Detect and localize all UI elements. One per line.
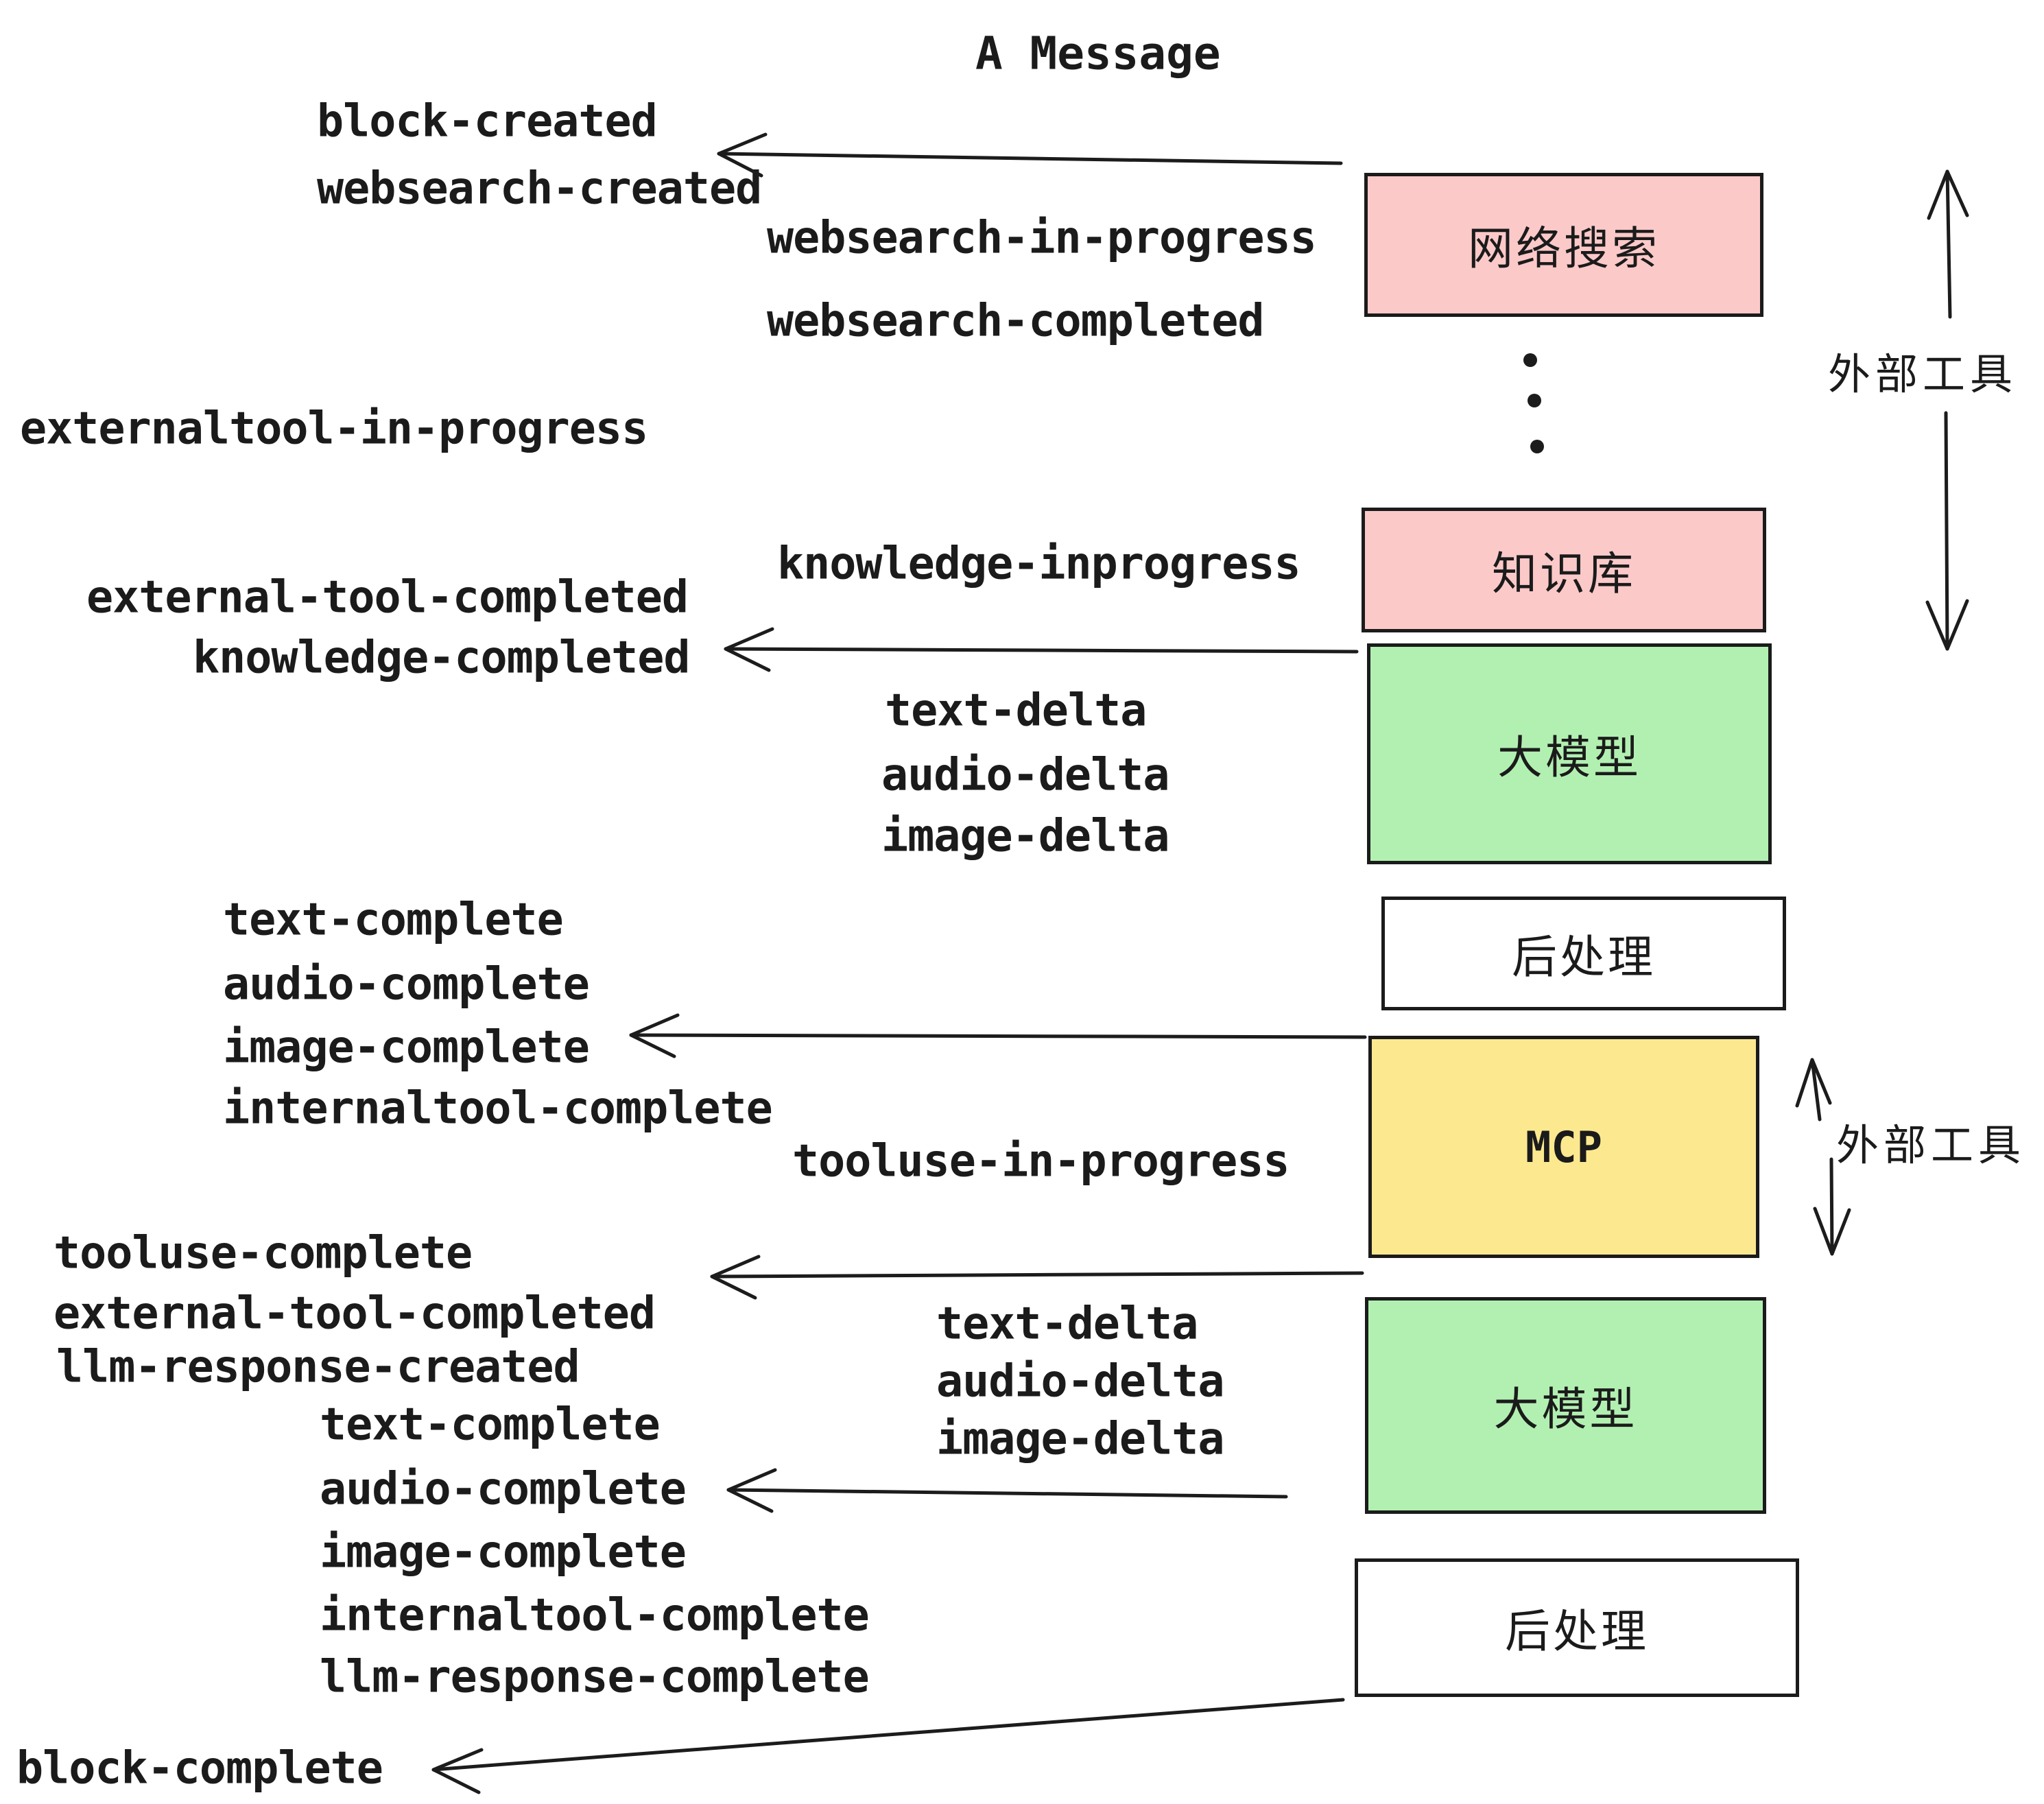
arrow-websearch-created-icon: [717, 132, 1343, 178]
llm-box-2: 大模型: [1365, 1297, 1766, 1514]
event-knowledge-completed: knowledge-completed: [193, 632, 691, 684]
event-tooluse-in-progress: tooluse-in-progress: [792, 1135, 1290, 1187]
event-text-delta-2: text-delta: [936, 1298, 1198, 1350]
event-text-complete-2: text-complete: [320, 1399, 661, 1451]
event-audio-delta: audio-delta: [881, 749, 1169, 801]
arrow-audio-complete-icon: [726, 1468, 1288, 1513]
event-tooluse-complete: tooluse-complete: [54, 1227, 473, 1279]
event-block-complete: block-complete: [16, 1742, 383, 1794]
event-llm-response-complete: llm-response-complete: [320, 1651, 870, 1703]
event-external-tool-completed: external-tool-completed: [86, 571, 689, 624]
event-knowledge-inprogress: knowledge-inprogress: [777, 538, 1301, 590]
event-image-complete: image-complete: [223, 1021, 590, 1073]
event-text-complete: text-complete: [223, 894, 564, 946]
websearch-box: 网络搜索: [1364, 173, 1763, 317]
llm-box-1-label: 大模型: [1497, 732, 1641, 783]
arrow-up-external-tools-mcp-icon: [1795, 1058, 1832, 1121]
llm-box-1: 大模型: [1367, 643, 1772, 864]
postprocess-box-1-label: 后处理: [1512, 931, 1656, 982]
event-block-created: block-created: [317, 95, 658, 147]
event-audio-delta-2: audio-delta: [936, 1355, 1224, 1408]
mcp-box-label: MCP: [1525, 1121, 1602, 1172]
knowledge-box-label: 知识库: [1492, 548, 1636, 599]
arrow-block-complete-icon: [431, 1698, 1345, 1794]
arrow-tooluse-complete-icon: [710, 1255, 1364, 1300]
arrow-image-complete-icon: [629, 1013, 1367, 1058]
event-websearch-in-progress: websearch-in-progress: [767, 212, 1317, 264]
diagram-title: A Message: [975, 27, 1221, 80]
knowledge-box: 知识库: [1362, 508, 1766, 632]
event-internaltool-complete: internaltool-complete: [223, 1082, 773, 1135]
event-text-delta: text-delta: [885, 685, 1147, 737]
event-externaltool-in-progress: externaltool-in-progress: [20, 403, 648, 455]
llm-box-2-label: 大模型: [1493, 1384, 1638, 1434]
event-audio-complete: audio-complete: [223, 958, 590, 1010]
event-image-complete-2: image-complete: [320, 1526, 687, 1578]
event-websearch-completed: websearch-completed: [767, 295, 1265, 347]
postprocess-box-1: 后处理: [1381, 897, 1786, 1010]
event-audio-complete-2: audio-complete: [320, 1463, 687, 1515]
external-tools-label-mcp: 外部工具: [1836, 1122, 2026, 1170]
event-internaltool-complete-2: internaltool-complete: [320, 1589, 870, 1641]
websearch-box-label: 网络搜索: [1468, 223, 1660, 274]
arrow-knowledge-completed-icon: [724, 627, 1359, 672]
postprocess-box-2-label: 后处理: [1505, 1606, 1649, 1657]
event-llm-response-created: llm-response-created: [56, 1341, 580, 1393]
arrow-down-external-tools-icon: [1925, 411, 1969, 651]
arrow-down-external-tools-mcp-icon: [1813, 1157, 1851, 1256]
event-image-delta: image-delta: [881, 810, 1169, 862]
event-image-delta-2: image-delta: [936, 1413, 1224, 1465]
postprocess-box-2: 后处理: [1355, 1558, 1799, 1697]
event-websearch-created: websearch-created: [317, 163, 762, 215]
event-external-tool-completed-2: external-tool-completed: [54, 1287, 656, 1340]
external-tools-label-top: 外部工具: [1828, 351, 2018, 399]
arrow-up-external-tools-icon: [1927, 169, 1969, 319]
mcp-box: MCP: [1368, 1036, 1759, 1258]
vertical-ellipsis-icon: [1523, 353, 1544, 453]
